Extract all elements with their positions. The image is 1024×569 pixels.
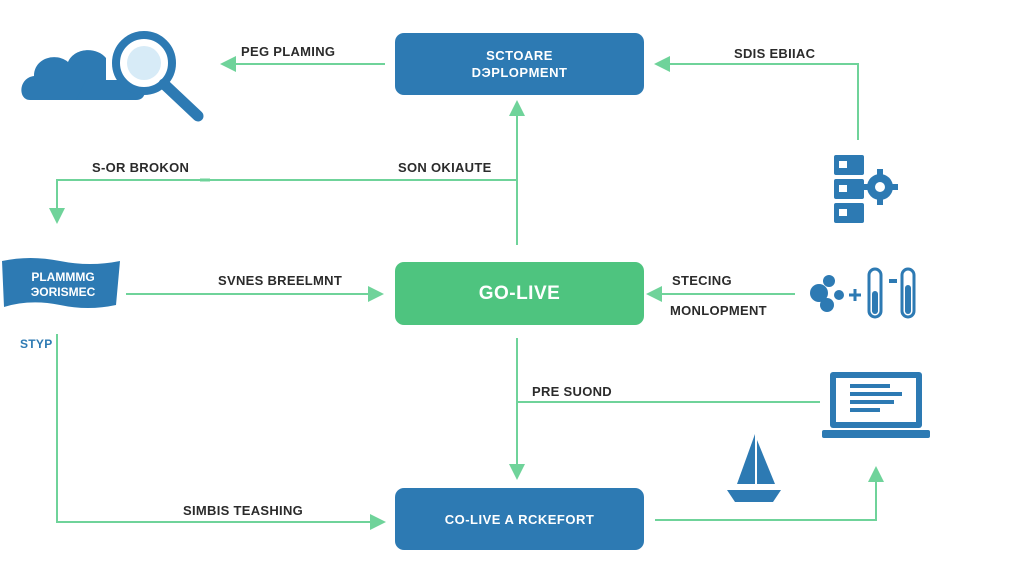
- label-pre-sound: PRE SUOND: [532, 384, 612, 399]
- label-sdis-ebiliac: SDIS EBIIAC: [734, 46, 816, 61]
- go-live-report-node[interactable]: CO-LIVE A RCKEFORT: [395, 488, 644, 550]
- label-simbis-teashing: SIMBIS TEASHING: [183, 503, 304, 518]
- go-live-label: GO-LIVE: [478, 283, 561, 304]
- label-son-omaute: SON OKIAUTE: [398, 160, 492, 175]
- label-sor-broron: S-OR BROKON: [92, 160, 190, 175]
- software-deployment-node[interactable]: SCTOARE DЭPLOPMENT: [395, 33, 644, 95]
- arrow-report-out: [655, 466, 884, 521]
- server-gear-icon: [834, 155, 898, 223]
- planning-flag-shape: [2, 258, 120, 308]
- label-monlopment: MONLOPMENT: [670, 303, 767, 318]
- planning-line-2: ЭОRISMEC: [30, 285, 96, 299]
- arrow-sor-broron: [49, 179, 517, 224]
- arrow-sdis: [654, 56, 859, 140]
- planning-node[interactable]: PLAMMMG ЭОRISMEC: [8, 270, 118, 300]
- label-peg-planning: PEG PLAMING: [241, 44, 336, 59]
- sailboat-icon: [727, 434, 781, 502]
- cloud-search-icon: [21, 31, 204, 122]
- go-live-node[interactable]: GO-LIVE: [395, 262, 644, 325]
- software-deployment-line-1: SCTOARE: [486, 48, 553, 63]
- label-styp: STYP: [20, 337, 53, 351]
- laptop-icon: [822, 372, 930, 438]
- planning-line-1: PLAMMMG: [31, 270, 95, 284]
- label-stecing: STECING: [672, 273, 732, 288]
- label-svnes-breelmnt: SVNES BREELMNT: [218, 273, 343, 288]
- software-deployment-line-2: DЭPLOPMENT: [471, 65, 568, 80]
- go-live-report-label: CO-LIVE A RCKEFORT: [444, 511, 595, 527]
- test-tubes-icon: [810, 267, 916, 319]
- arrow-simbis: [56, 334, 386, 530]
